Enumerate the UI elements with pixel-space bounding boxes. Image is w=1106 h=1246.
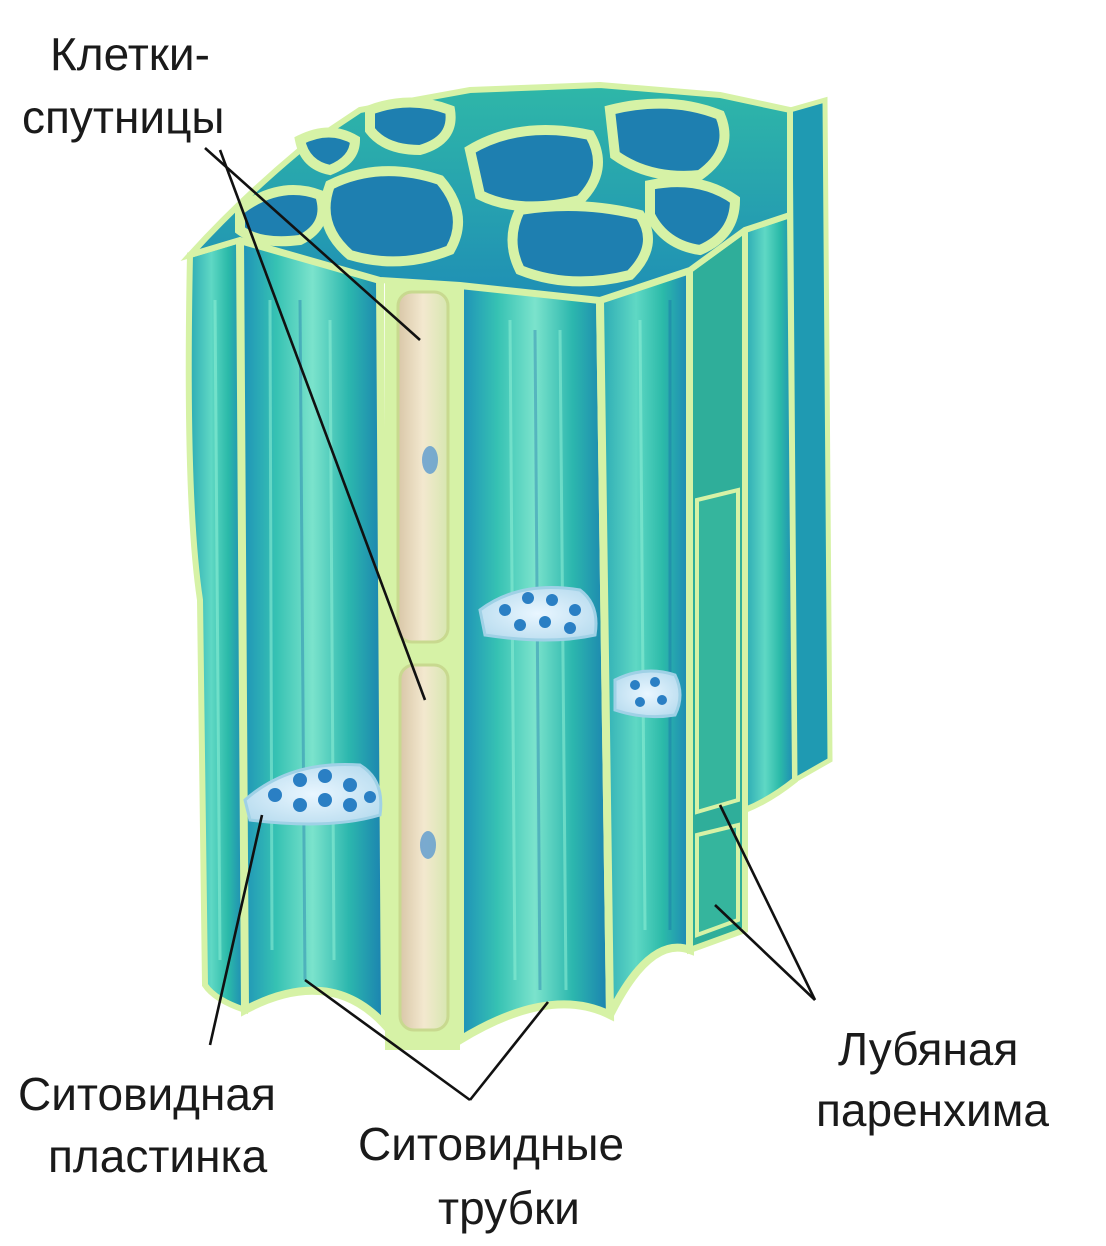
label-companion-cells-line2: спутницы [22,91,225,143]
leader-lines [204,147,817,1102]
label-sieve-plate: Ситовидная пластинка [18,1068,276,1182]
label-sieve-tubes-line2: трубки [438,1182,580,1234]
label-sieve-tubes: Ситовидные трубки [358,1118,624,1234]
label-phloem-parenchyma-line2: паренхима [816,1084,1049,1136]
label-sieve-plate-line2: пластинка [48,1130,268,1182]
tissue-block [180,81,833,1050]
companion-cell-nuclei [420,446,438,859]
label-companion-cells: Клетки- спутницы [22,28,225,143]
label-companion-cells-line1: Клетки- [50,28,210,80]
label-phloem-parenchyma: Лубяная паренхима [816,1023,1049,1136]
sieve-plate-middle [478,586,598,642]
label-phloem-parenchyma-line1: Лубяная [838,1023,1018,1075]
sieve-plate-right [613,669,682,719]
label-sieve-tubes-line1: Ситовидные [358,1118,624,1170]
sieve-plate-lower [243,762,383,826]
label-sieve-plate-line1: Ситовидная [18,1068,276,1120]
